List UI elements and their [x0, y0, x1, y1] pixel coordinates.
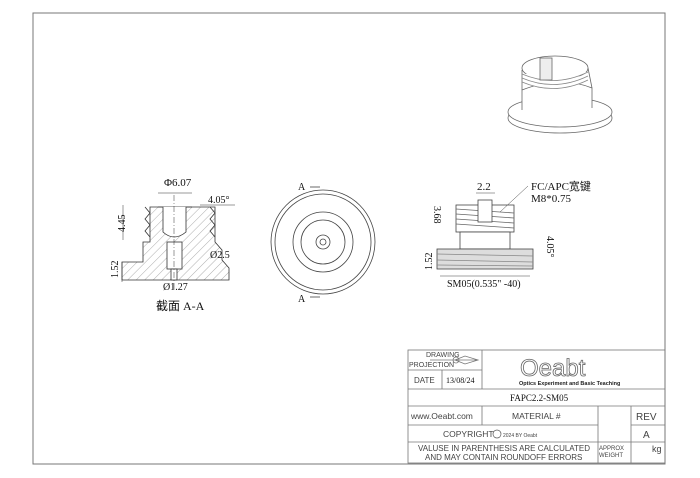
logo-tagline: Optics Experiment and Basic Teaching: [519, 381, 620, 387]
side-dim-angle: 4.05°: [544, 236, 555, 258]
side-dim-slot: 2.2: [477, 181, 491, 193]
section-view: [121, 192, 235, 290]
section-dim-diameter: Φ6.07: [164, 177, 192, 189]
logo: Oeabt: [520, 355, 586, 382]
section-dim-height: 4.45: [117, 215, 128, 233]
copyright-year: 2024 BY Oeabt: [503, 433, 538, 439]
side-dim-base: 1.52: [424, 253, 435, 271]
rev-value: A: [643, 430, 650, 441]
copyright-label: COPYRIGHT: [443, 429, 494, 439]
side-note-key: FC/APC宽键: [531, 179, 591, 193]
section-mark-bottom: A: [298, 294, 306, 305]
material-label: MATERIAL #: [512, 411, 561, 421]
copyright-icon: [492, 429, 502, 439]
note-line2: AND MAY CONTAIN ROUNDOFF ERRORS: [425, 453, 582, 462]
rev-label: REV: [636, 412, 657, 423]
weight-label2: WEIGHT: [599, 453, 623, 459]
weight-label1: APPROX: [599, 446, 624, 452]
section-dim-base: 1.52: [110, 261, 121, 279]
side-view: [436, 185, 534, 277]
section-mark-top: A: [298, 182, 306, 193]
note-line1: VALUSE IN PARENTHESIS ARE CALCULATED: [418, 444, 590, 453]
front-view: [270, 186, 376, 298]
isometric-view: [507, 55, 613, 134]
sheet-border: [32, 12, 666, 465]
section-dim-small-hole: Ø1.27: [163, 282, 188, 293]
section-dim-hole: Ø2.5: [210, 250, 230, 261]
weight-unit: kg: [652, 444, 662, 454]
section-dim-angle: 4.05°: [208, 195, 230, 206]
section-caption: 截面 A-A: [156, 299, 205, 313]
side-dim-height: 3.68: [431, 206, 442, 224]
date-label: DATE: [414, 376, 435, 385]
website: www.Oeabt.com: [410, 411, 473, 421]
projection-label: PROJECTION: [409, 362, 454, 369]
drawing-label: DRAWING: [426, 352, 460, 359]
side-note-thread: M8*0.75: [531, 193, 572, 205]
date-value: 13/08/24: [446, 376, 474, 385]
part-number: FAPC2.2-SM05: [510, 393, 569, 403]
side-dim-thread: SM05(0.535" -40): [447, 279, 521, 290]
title-block: [407, 349, 666, 464]
